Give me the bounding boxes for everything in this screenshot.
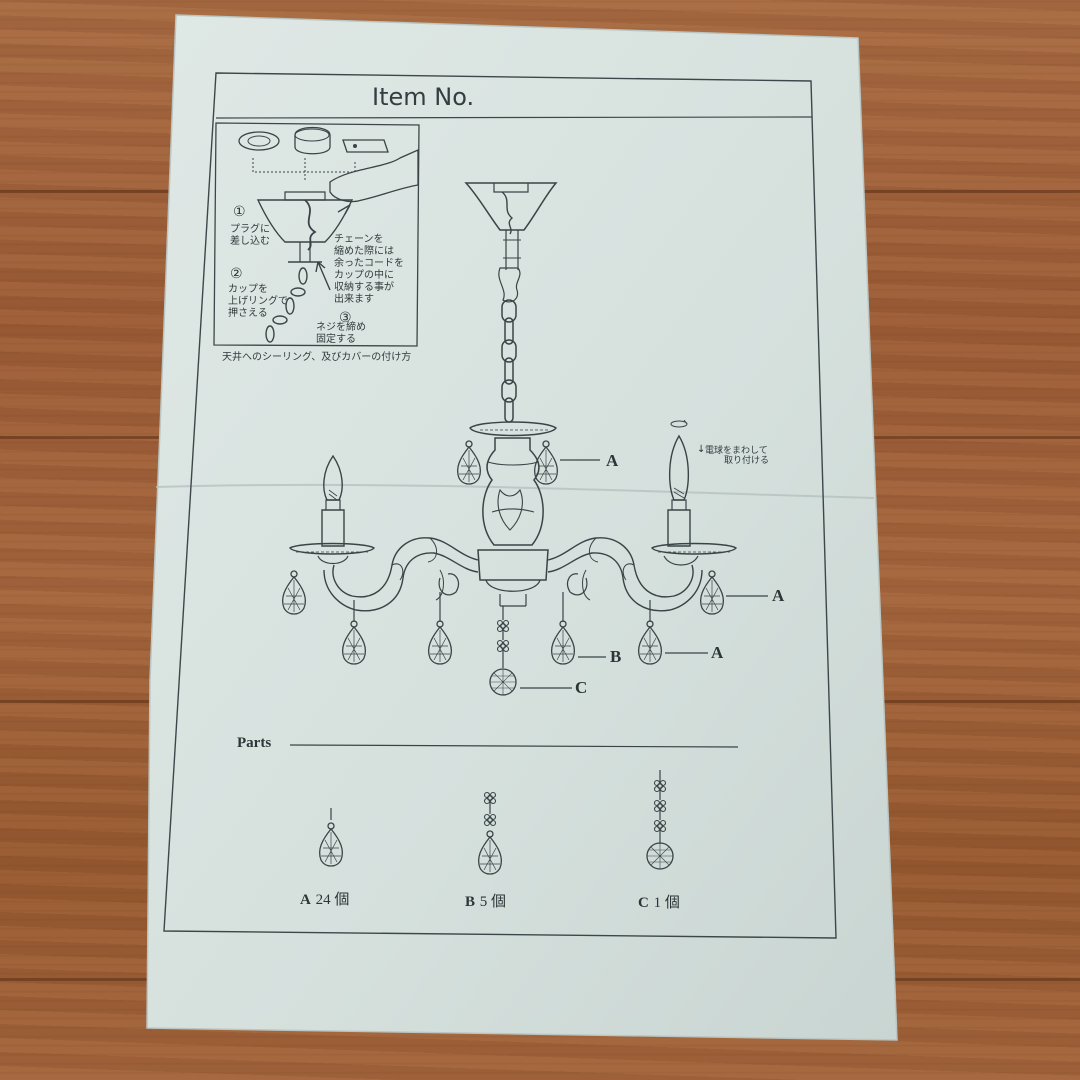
part-a-label: A 24 個 bbox=[300, 888, 349, 909]
step-2-number: ② bbox=[230, 266, 243, 282]
ceiling-cover-caption: 天井へのシーリング、及びカバーの付け方 bbox=[222, 352, 412, 363]
part-a-letter: A bbox=[300, 892, 311, 908]
part-c-label: C 1 個 bbox=[638, 891, 680, 912]
chain-note-line: チェーンを bbox=[334, 234, 384, 245]
down-arrow-icon: ↓ bbox=[697, 444, 706, 455]
parts-heading: Parts bbox=[237, 735, 272, 751]
bulb-note-line: 取り付ける bbox=[724, 456, 770, 466]
callout-a-top: A bbox=[606, 451, 619, 470]
step-2-text-line: カップを bbox=[228, 284, 268, 295]
callout-c: C bbox=[575, 678, 588, 697]
step-2-text-line: 上げリングで bbox=[228, 296, 288, 307]
step-1-number: ① bbox=[233, 204, 246, 220]
bulb-note-line: 電球をまわして bbox=[705, 446, 768, 456]
chain-note-line: 収納する事が bbox=[334, 282, 394, 293]
chain-note-line: カップの中に bbox=[334, 270, 394, 281]
part-c-letter: C bbox=[638, 895, 649, 911]
step-3-text-line: ネジを締め bbox=[316, 322, 366, 333]
step-3-number: ③ bbox=[339, 310, 352, 326]
callout-b: B bbox=[610, 647, 622, 666]
chain-note-line: 出来ます bbox=[334, 294, 374, 305]
callout-a-lower: A bbox=[711, 643, 724, 662]
step-2-text-line: 押さえる bbox=[228, 308, 268, 319]
chain-note-line: 縮めた際には bbox=[334, 246, 394, 257]
part-b-quantity: 5 個 bbox=[479, 894, 507, 910]
part-b-label: B 5 個 bbox=[465, 890, 506, 911]
step-3-text-line: 固定する bbox=[316, 334, 356, 345]
part-a-quantity: 24 個 bbox=[315, 892, 350, 908]
item-number-title: Item No. bbox=[372, 83, 475, 111]
step-1-text-line: 差し込む bbox=[230, 236, 270, 247]
chain-note-line: 余ったコードを bbox=[334, 258, 404, 269]
callout-a-right: A bbox=[772, 586, 785, 605]
part-c-quantity: 1 個 bbox=[653, 895, 680, 911]
part-b-letter: B bbox=[465, 894, 476, 910]
step-1-text-line: プラグに bbox=[230, 224, 270, 235]
